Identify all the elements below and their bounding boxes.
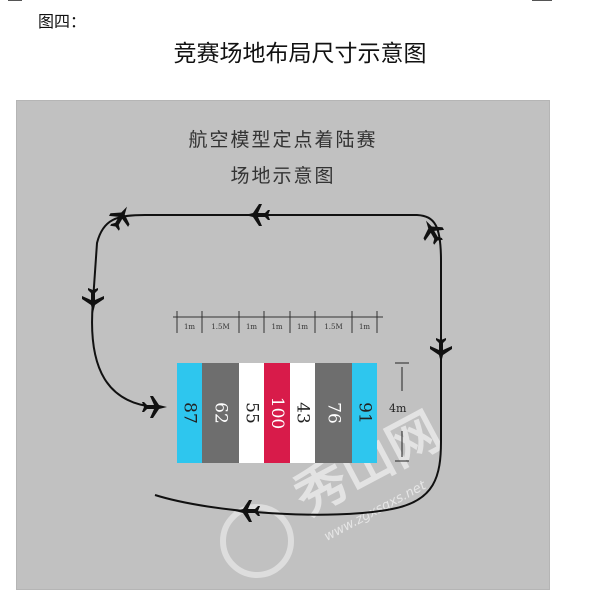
distance-ruler: 1m 1.5M 1m 1m 1m 1.5M 1m [173, 311, 383, 333]
zone-score-label: 87 [180, 402, 200, 424]
zone-score-label: 55 [242, 402, 262, 424]
zone-43 [290, 363, 315, 463]
zone-87 [177, 363, 202, 463]
ruler-label: 1m [184, 323, 195, 331]
panel-title-line2: 场地示意图 [230, 165, 336, 187]
airplane-icon [142, 396, 167, 418]
airplane-icon [235, 500, 260, 522]
zone-score-label: 62 [211, 402, 231, 424]
ruler-label: 1m [271, 323, 282, 331]
zone-score-label: 43 [293, 402, 313, 424]
airplane-icon [108, 206, 130, 231]
figure-label: 图四： [38, 12, 87, 31]
airplane-icon [423, 220, 445, 245]
zone-91 [352, 363, 377, 463]
zone-score-label: 76 [324, 402, 344, 424]
airplane-icon [430, 338, 452, 363]
airplane-icon [82, 288, 104, 313]
airplane-icon [245, 204, 270, 226]
zone-55 [239, 363, 264, 463]
ruler-label: 1m [359, 323, 370, 331]
zone-score-label: 91 [355, 402, 375, 424]
ruler-label: 1m [246, 323, 257, 331]
height-dimension: 4m [389, 362, 409, 462]
page-title: 竞赛场地布局尺寸示意图 [173, 41, 427, 67]
zone-62 [202, 363, 239, 463]
zone-76 [315, 363, 352, 463]
zone-score-label: 100 [267, 397, 287, 429]
top-left-rule [8, 0, 22, 1]
ruler-label: 1.5M [324, 323, 342, 331]
ruler-label: 1.5M [211, 323, 229, 331]
zone-100 [264, 363, 290, 463]
height-label: 4m [389, 402, 407, 415]
top-right-rule [532, 0, 552, 1]
ruler-label: 1m [297, 323, 308, 331]
panel-title-line1: 航空模型定点着陆赛 [188, 129, 378, 151]
watermark-logo-icon [220, 504, 294, 578]
airplanes-group [82, 204, 452, 522]
